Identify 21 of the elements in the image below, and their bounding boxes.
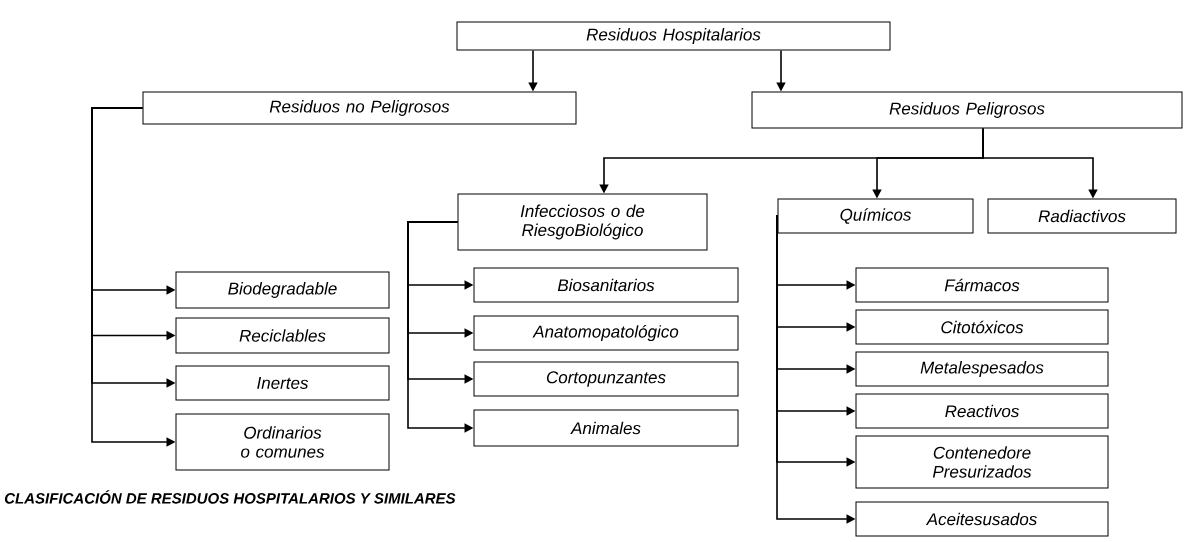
category-box: Citotóxicos [855, 309, 1109, 345]
category-box: Ordinarios o comunes [175, 413, 390, 471]
category-box: Inertes [175, 365, 390, 401]
category-box: Cortopunzantes [473, 361, 739, 397]
category-box: Residuos Peligrosos [751, 91, 1183, 129]
category-box: Aceitesusados [855, 501, 1109, 537]
category-box: Residuos no Peligrosos [142, 91, 577, 125]
category-box: Residuos Hospitalarios [456, 21, 891, 51]
category-box: Contenedore Presurizados [855, 435, 1109, 489]
category-box: Químicos [777, 198, 974, 234]
category-box: Metalespesados [855, 351, 1109, 387]
category-box: Infecciosos o de RiesgoBiológico [457, 193, 708, 251]
category-box: Reactivos [855, 393, 1109, 429]
category-box: Fármacos [855, 267, 1109, 303]
category-box: Radiactivos [987, 198, 1177, 234]
category-box: Animales [473, 409, 739, 447]
category-box: Biodegradable [175, 271, 390, 309]
category-box: Biosanitarios [473, 267, 739, 303]
category-box: Anatomopatológico [473, 315, 739, 351]
caption: CLASIFICACIÓN DE RESIDUOS HOSPITALARIOS Y SIMILARES [4, 490, 456, 504]
category-box: Reciclables [175, 317, 390, 354]
